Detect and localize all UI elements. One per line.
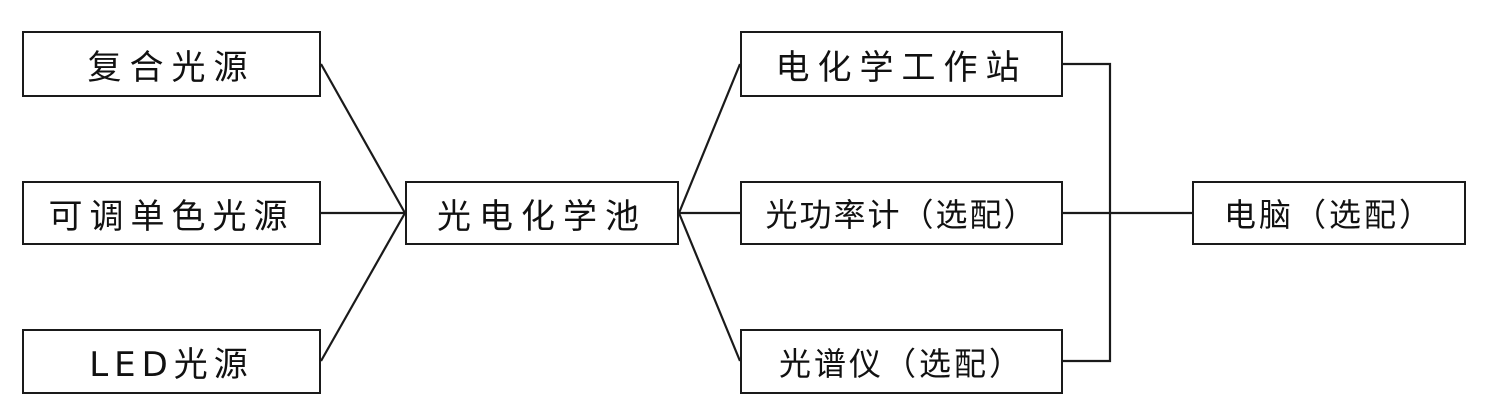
node-composite-light-source: 复合光源	[22, 31, 321, 97]
node-electrochemical-workstation: 电化学工作站	[740, 31, 1063, 97]
node-computer: 电脑（选配）	[1192, 181, 1466, 245]
connector-cell-to-workstation	[677, 63, 742, 214]
node-tunable-monochromatic-light-source-label: 可调单色光源	[48, 196, 295, 237]
connector-composite-to-cell	[320, 63, 406, 214]
node-electrochemical-workstation-label: 电化学工作站	[775, 47, 1028, 88]
node-spectrometer-label: 光谱仪（选配）	[778, 344, 1024, 383]
connector-cell-to-spectrometer	[677, 212, 742, 362]
node-composite-light-source-label: 复合光源	[87, 47, 256, 88]
node-photoelectrochemical-cell-label: 光电化学池	[437, 196, 647, 237]
node-led-light-source: LED光源	[22, 329, 321, 394]
node-led-light-source-label: LED光源	[89, 345, 254, 385]
node-optical-power-meter-label: 光功率计（选配）	[765, 196, 1038, 234]
node-photoelectrochemical-cell: 光电化学池	[405, 181, 679, 245]
node-optical-power-meter: 光功率计（选配）	[740, 181, 1063, 245]
connector-led-to-cell	[320, 212, 406, 362]
node-spectrometer: 光谱仪（选配）	[740, 329, 1063, 394]
node-computer-label: 电脑（选配）	[1223, 196, 1434, 234]
node-tunable-monochromatic-light-source: 可调单色光源	[22, 181, 321, 245]
